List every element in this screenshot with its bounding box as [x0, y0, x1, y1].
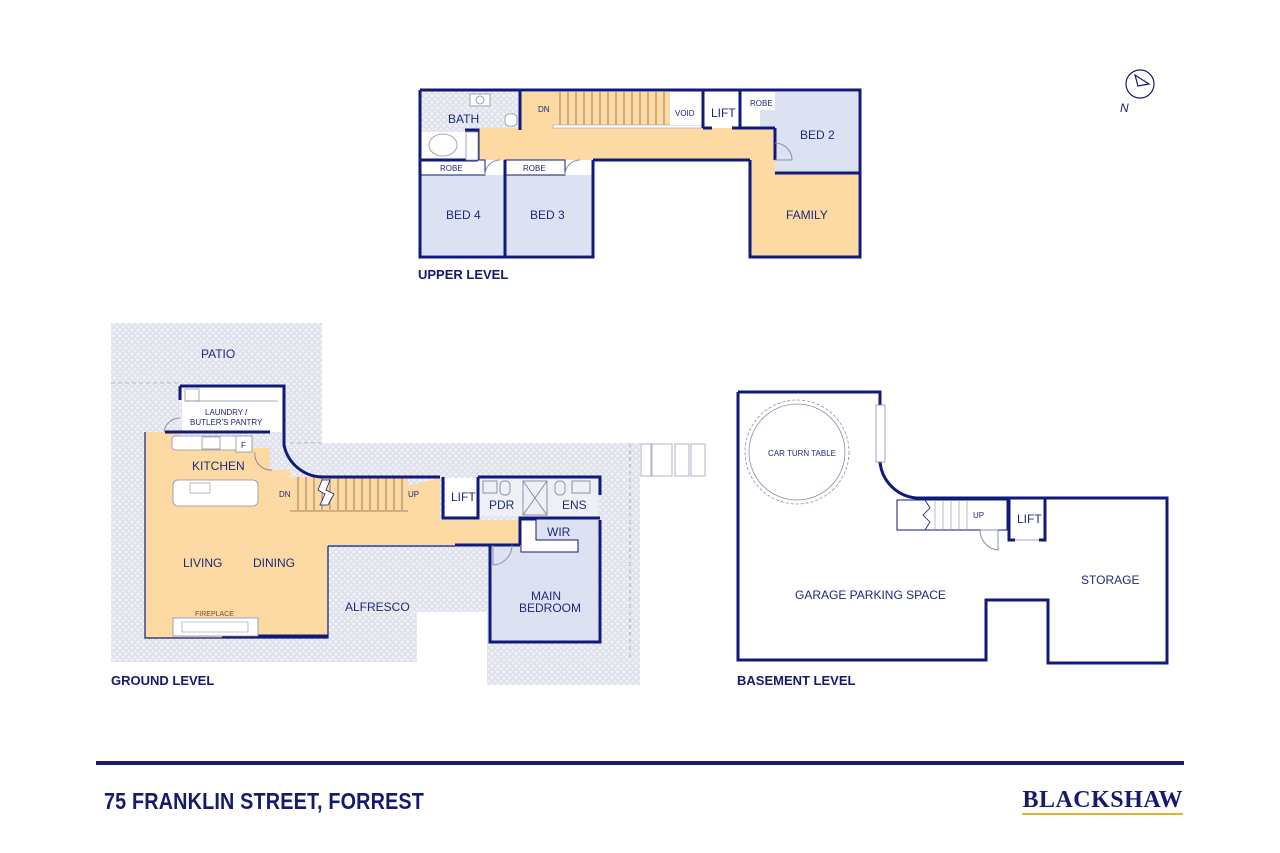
- label-stair-dn-ground: DN: [279, 490, 291, 499]
- label-ens: ENS: [562, 498, 587, 512]
- north-arrow-icon: N: [1120, 69, 1155, 115]
- family-room: [750, 173, 858, 256]
- label-dining: DINING: [253, 556, 295, 570]
- label-alfresco: ALFRESCO: [345, 600, 410, 614]
- ground-level-title: GROUND LEVEL: [111, 673, 214, 688]
- label-stair-up-basement: UP: [973, 511, 984, 520]
- label-lift-basement: LIFT: [1017, 512, 1042, 526]
- kitchen-island: [172, 479, 259, 507]
- compass-label: N: [1120, 101, 1129, 115]
- upper-level-plan: BATH ROBE ROBE ROBE BED 4 BED 3 BED 2 FA…: [418, 88, 862, 282]
- ground-level-plan: PATIO LAUNDRY / BUTLER'S PANTRY KITCHEN …: [111, 323, 706, 688]
- bed3-room: [505, 175, 593, 255]
- label-laundry-2: BUTLER'S PANTRY: [190, 418, 263, 427]
- label-main-bedroom-1: MAIN: [531, 589, 561, 603]
- footer-divider: [96, 761, 1184, 765]
- label-bed4: BED 4: [446, 208, 481, 222]
- label-bed2: BED 2: [800, 128, 835, 142]
- upper-level-title: UPPER LEVEL: [418, 267, 508, 282]
- label-robe-bed3: ROBE: [523, 164, 546, 173]
- label-void: VOID: [675, 109, 695, 118]
- car-turntable: [744, 399, 850, 505]
- label-fridge: F: [241, 441, 246, 450]
- brand-logo: BLACKSHAW: [1022, 787, 1183, 815]
- fireplace: [172, 617, 259, 637]
- basement-level-plan: CAR TURN TABLE GARAGE PARKING SPACE STOR…: [736, 390, 1169, 688]
- label-laundry-1: LAUNDRY /: [205, 408, 248, 417]
- label-wir: WIR: [547, 525, 571, 539]
- label-lift-upper: LIFT: [711, 106, 736, 120]
- label-garage: GARAGE PARKING SPACE: [795, 588, 946, 602]
- label-kitchen: KITCHEN: [192, 459, 245, 473]
- upper-hallway: [478, 92, 775, 175]
- label-patio: PATIO: [201, 347, 235, 361]
- label-turntable: CAR TURN TABLE: [768, 449, 836, 458]
- label-family: FAMILY: [786, 208, 828, 222]
- label-pdr: PDR: [489, 498, 515, 512]
- label-living: LIVING: [183, 556, 222, 570]
- bed4-room: [420, 175, 505, 255]
- label-storage: STORAGE: [1081, 573, 1139, 587]
- label-lift-ground: LIFT: [451, 490, 476, 504]
- basement-level-title: BASEMENT LEVEL: [737, 673, 856, 688]
- label-robe-bed2: ROBE: [750, 99, 773, 108]
- bed2-room: [760, 92, 858, 173]
- label-main-bedroom-2: BEDROOM: [519, 601, 581, 615]
- label-stair-dn-upper: DN: [538, 105, 550, 114]
- label-stair-up-ground: UP: [408, 490, 419, 499]
- property-address: 75 FRANKLIN STREET, FORREST: [104, 788, 425, 814]
- label-bath: BATH: [448, 112, 479, 126]
- label-fireplace: FIREPLACE: [195, 611, 234, 618]
- label-bed3: BED 3: [530, 208, 565, 222]
- label-robe-bed4: ROBE: [440, 164, 463, 173]
